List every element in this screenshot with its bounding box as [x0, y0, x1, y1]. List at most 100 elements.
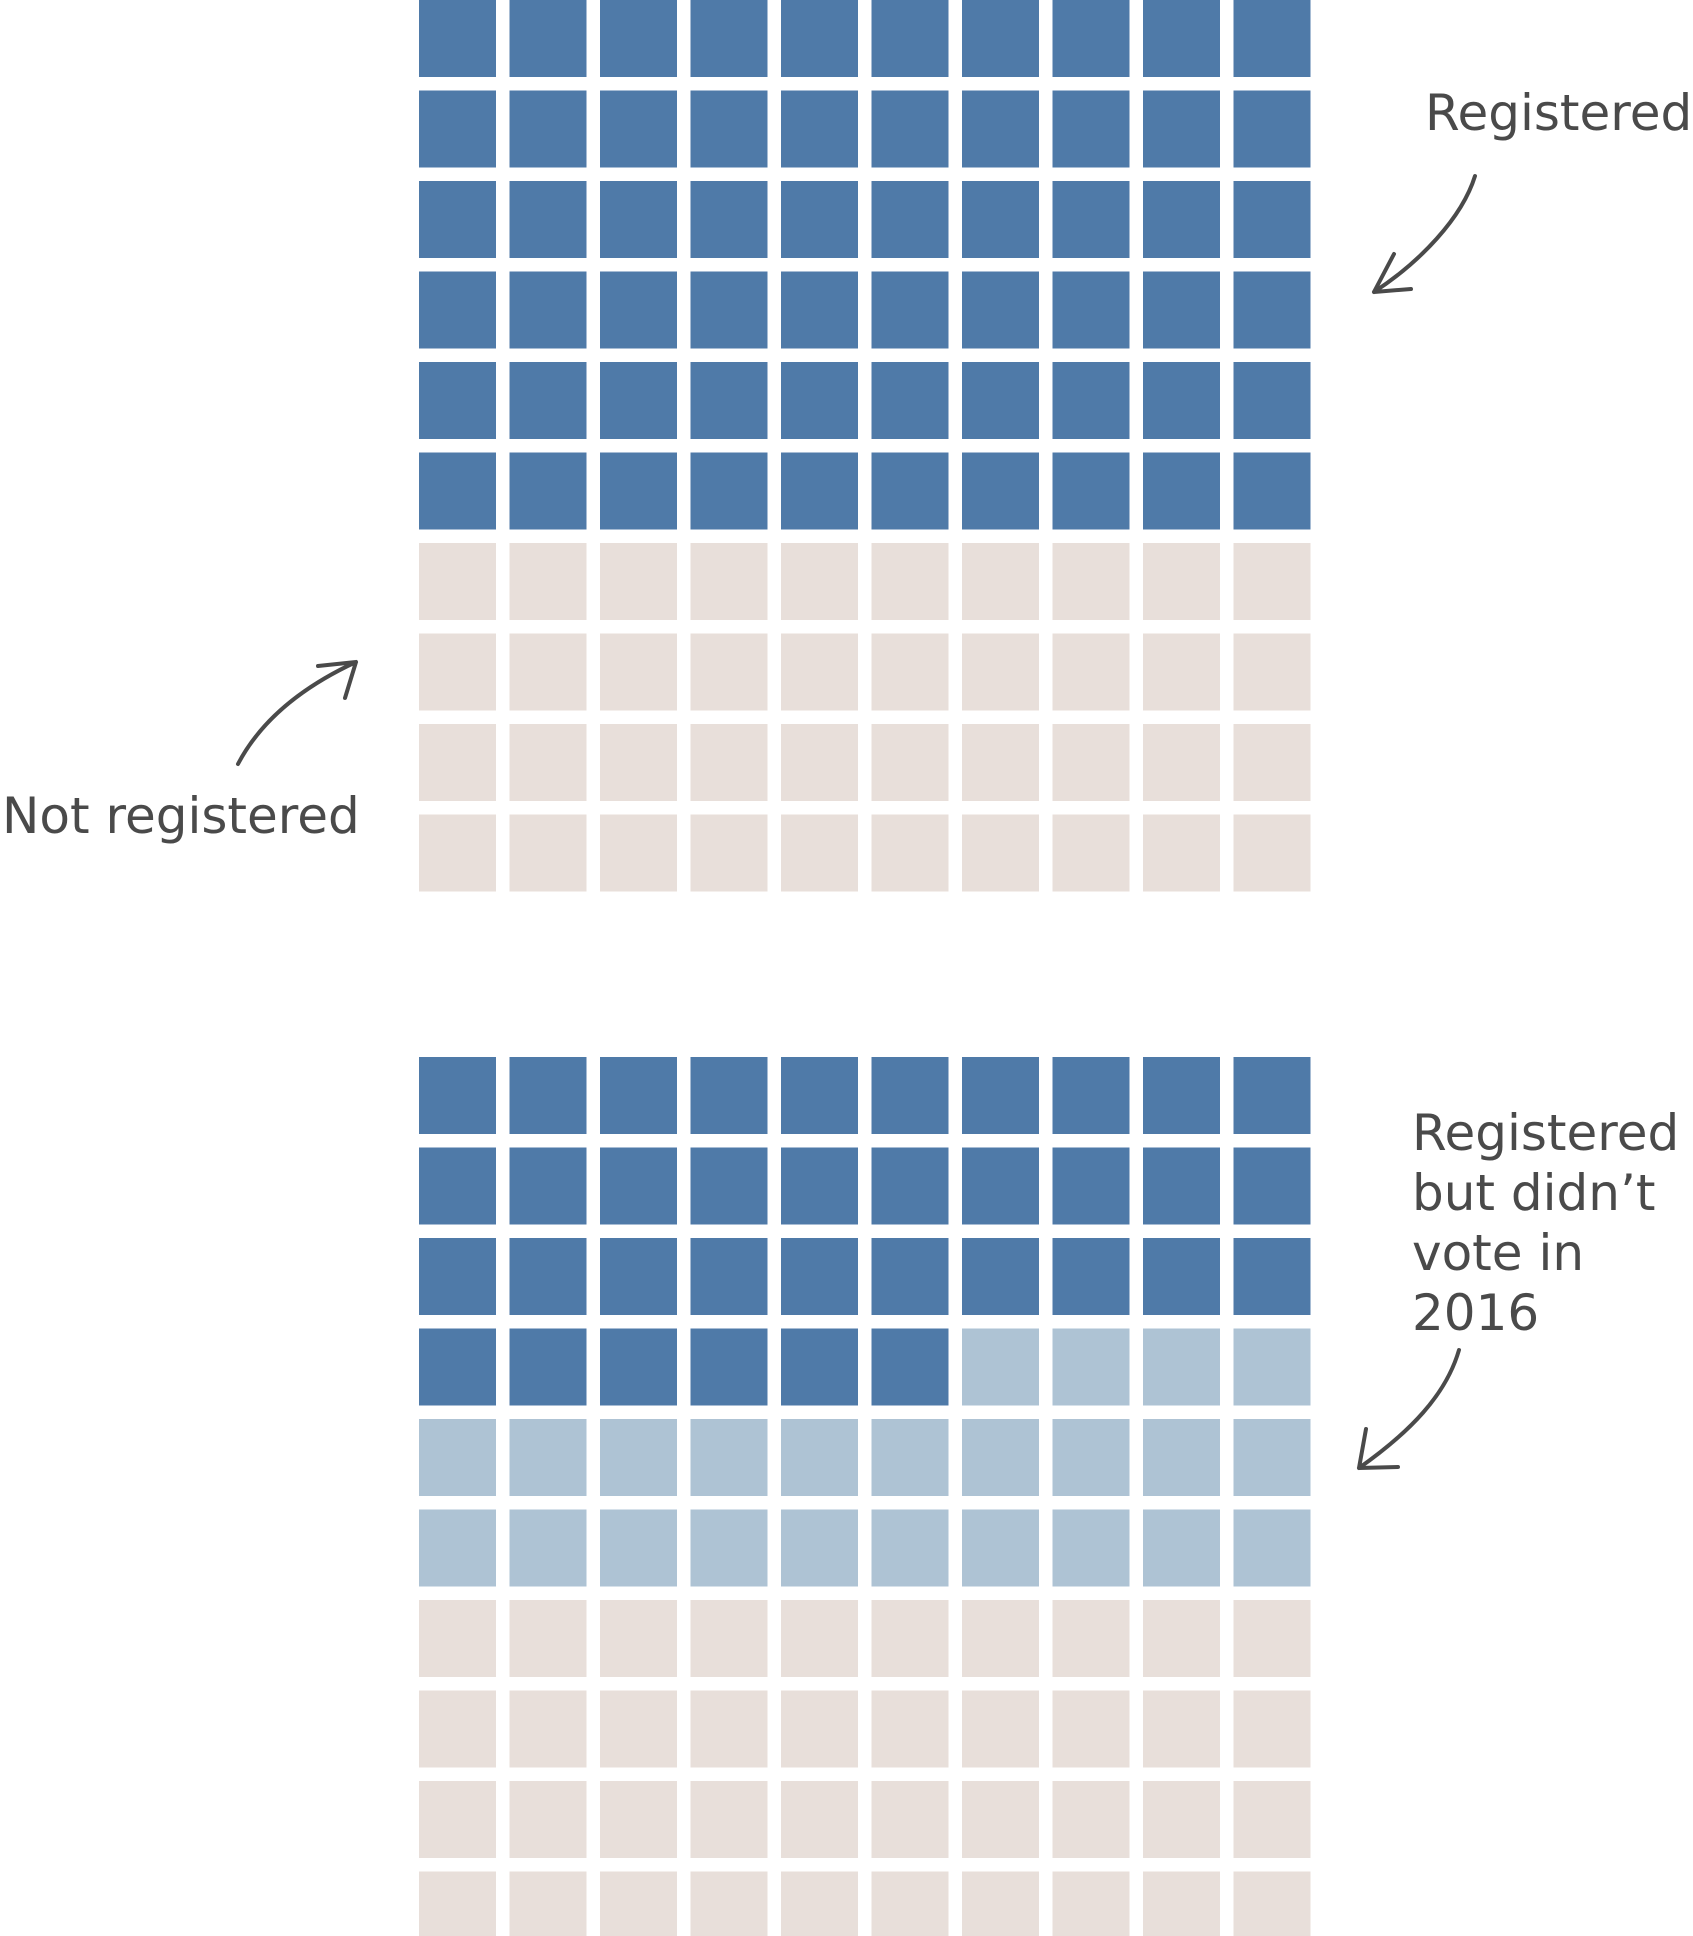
waffle-cell-registered: [871, 362, 949, 439]
waffle-cell-not-registered: [1233, 1871, 1311, 1936]
waffle-cell-not-registered: [1233, 814, 1311, 892]
waffle-cell-registered: [1143, 0, 1220, 77]
waffle-cell-registered: [419, 362, 496, 439]
waffle-cell-not-registered: [419, 814, 496, 892]
waffle-cell-registered: [690, 181, 768, 258]
waffle-cell-registered: [962, 362, 1039, 439]
waffle-cell-registered: [600, 90, 677, 168]
waffle-cell-not-registered: [781, 1781, 858, 1858]
waffle-cell-registered-but-didn-t-vote-in-2016: [1143, 1328, 1220, 1406]
waffle-cell-registered-but-didn-t-vote-in-2016: [509, 1509, 587, 1587]
waffle-cell-registered-and-voted-in-2016: [690, 1147, 768, 1225]
waffle-cell-registered: [871, 452, 949, 530]
waffle-cell-registered-but-didn-t-vote-in-2016: [871, 1509, 949, 1587]
label-line: Registered: [1412, 1104, 1679, 1162]
waffle-cell-registered: [962, 90, 1039, 168]
waffle-cell-not-registered: [871, 814, 949, 892]
waffle-cell-registered-but-didn-t-vote-in-2016: [1233, 1509, 1311, 1587]
waffle-cell-registered: [871, 271, 949, 349]
waffle-cell-not-registered: [419, 1690, 496, 1768]
waffle-cell-registered: [781, 271, 858, 349]
waffle-cell-registered-but-didn-t-vote-in-2016: [1052, 1419, 1130, 1496]
waffle-cell-registered-but-didn-t-vote-in-2016: [1233, 1419, 1311, 1496]
waffle-cell-not-registered: [781, 1690, 858, 1768]
waffle-cell-registered-and-voted-in-2016: [1143, 1238, 1220, 1315]
waffle-cell-registered-and-voted-in-2016: [1052, 1147, 1130, 1225]
waffle-cell-not-registered: [600, 1690, 677, 1768]
waffle-cell-not-registered: [1233, 633, 1311, 711]
waffle-cell-not-registered: [1143, 543, 1220, 620]
waffle-cell-not-registered: [690, 1690, 768, 1768]
label-not-registered: Not registered: [2, 787, 360, 845]
waffle-cell-not-registered: [871, 633, 949, 711]
waffle-cell-registered: [781, 0, 858, 77]
waffle-cell-not-registered: [419, 1871, 496, 1936]
waffle-cell-not-registered: [1143, 1781, 1220, 1858]
waffle-cell-registered: [600, 362, 677, 439]
label-line: but didn’t: [1412, 1164, 1655, 1222]
waffle-cell-not-registered: [690, 633, 768, 711]
waffle-cell-not-registered: [419, 1600, 496, 1677]
waffle-cell-registered: [1052, 0, 1130, 77]
waffle-cell-not-registered: [962, 633, 1039, 711]
waffle-cell-not-registered: [962, 1690, 1039, 1768]
waffle-cell-registered-but-didn-t-vote-in-2016: [690, 1509, 768, 1587]
waffle-cell-not-registered: [1052, 1690, 1130, 1768]
waffle-cell-registered: [962, 181, 1039, 258]
waffle-cell-registered: [509, 452, 587, 530]
waffle-cell-not-registered: [419, 1781, 496, 1858]
waffle-cell-registered-and-voted-in-2016: [962, 1238, 1039, 1315]
waffle-cell-not-registered: [690, 814, 768, 892]
waffle-cell-registered: [962, 452, 1039, 530]
waffle-cell-registered-and-voted-in-2016: [871, 1057, 949, 1134]
waffle-cell-not-registered: [962, 543, 1039, 620]
waffle-cell-registered: [1052, 452, 1130, 530]
waffle-cell-not-registered: [1233, 1781, 1311, 1858]
waffle-cell-not-registered: [871, 1600, 949, 1677]
waffle-cell-not-registered: [871, 724, 949, 801]
waffle-cell-registered: [871, 90, 949, 168]
waffle-cell-registered: [419, 452, 496, 530]
waffle-cell-not-registered: [871, 1871, 949, 1936]
label-registered-not-voted: Registered but didn’t vote in 2016: [1412, 1104, 1679, 1342]
waffle-cell-not-registered: [509, 1781, 587, 1858]
label-registered: Registered: [1425, 84, 1692, 142]
waffle-cell-registered-and-voted-in-2016: [1233, 1238, 1311, 1315]
waffle-cell-not-registered: [690, 724, 768, 801]
waffle-cell-registered: [871, 0, 949, 77]
waffle-cell-registered-and-voted-in-2016: [781, 1238, 858, 1315]
waffle-cell-registered: [600, 0, 677, 77]
waffle-cell-registered-but-didn-t-vote-in-2016: [781, 1509, 858, 1587]
waffle-cell-not-registered: [509, 1690, 587, 1768]
waffle-cell-not-registered: [962, 724, 1039, 801]
waffle-cell-registered-and-voted-in-2016: [600, 1238, 677, 1315]
waffle-cell-registered: [419, 271, 496, 349]
waffle-cell-not-registered: [419, 543, 496, 620]
waffle-cell-registered: [1052, 271, 1130, 349]
waffle-cell-not-registered: [1233, 1690, 1311, 1768]
waffle-cell-registered-and-voted-in-2016: [690, 1328, 768, 1406]
waffle-cell-not-registered: [1052, 1871, 1130, 1936]
waffle-cell-not-registered: [962, 814, 1039, 892]
waffle-cell-not-registered: [962, 1600, 1039, 1677]
waffle-cell-registered-but-didn-t-vote-in-2016: [1143, 1419, 1220, 1496]
waffle-cell-registered-and-voted-in-2016: [419, 1328, 496, 1406]
waffle-cell-registered: [1143, 362, 1220, 439]
waffle-cell-registered: [1143, 452, 1220, 530]
waffle-cell-not-registered: [1143, 814, 1220, 892]
waffle-cell-registered-but-didn-t-vote-in-2016: [962, 1328, 1039, 1406]
waffle-cell-registered-and-voted-in-2016: [419, 1147, 496, 1225]
waffle-cell-registered-and-voted-in-2016: [1233, 1057, 1311, 1134]
waffle-cell-not-registered: [1143, 1600, 1220, 1677]
waffle-cell-registered-and-voted-in-2016: [1052, 1238, 1130, 1315]
waffle-cell-registered: [509, 90, 587, 168]
label-line: vote in: [1412, 1224, 1584, 1282]
waffle-cell-registered-and-voted-in-2016: [600, 1057, 677, 1134]
waffle-cell-registered-and-voted-in-2016: [419, 1057, 496, 1134]
waffle-cell-registered: [1233, 0, 1311, 77]
waffle-cell-not-registered: [871, 543, 949, 620]
waffle-cell-not-registered: [1143, 1690, 1220, 1768]
waffle-cell-registered: [871, 181, 949, 258]
waffle-cell-not-registered: [871, 1690, 949, 1768]
